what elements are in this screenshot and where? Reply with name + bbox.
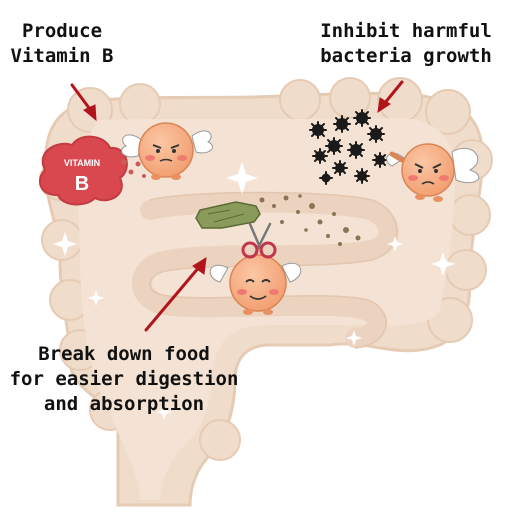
germ-6 <box>347 141 365 159</box>
good-bacteria-character-fighter <box>386 143 480 202</box>
food-chunk <box>195 201 261 229</box>
label-vitamin-b-line2: Vitamin B <box>10 45 114 67</box>
germ-11 <box>319 171 333 185</box>
annotation-arrows <box>70 80 404 332</box>
germ-8 <box>372 152 388 168</box>
label-food-line2: for easier digestion <box>9 368 239 390</box>
vitamin-dots <box>121 159 146 178</box>
germ-9 <box>332 160 348 176</box>
harmful-bacteria <box>309 109 388 185</box>
label-produce-vitamin-b: Produce Vitamin B <box>2 19 122 69</box>
arrow-food <box>144 257 207 332</box>
badge-line1: VITAMIN <box>64 158 100 168</box>
label-break-down-food: Break down food for easier digestion and… <box>6 342 242 417</box>
label-vitamin-b-line1: Produce <box>21 20 103 42</box>
vitamin-b-badge: VITAMIN B <box>38 135 128 206</box>
germ-2 <box>333 115 351 133</box>
label-food-line1: Break down food <box>38 343 210 365</box>
germ-7 <box>312 148 328 164</box>
small-intestine <box>131 192 399 348</box>
intestine-bumps <box>39 77 493 461</box>
label-inhibit-bacteria: Inhibit harmful bacteria growth <box>310 19 502 69</box>
germ-1 <box>309 121 327 139</box>
small-intestine-edges <box>149 191 398 349</box>
good-bacteria-character-digester <box>209 222 302 315</box>
germ-4 <box>367 125 385 143</box>
germ-10 <box>354 168 370 184</box>
germ-3 <box>353 109 371 127</box>
label-bacteria-line1: Inhibit harmful <box>320 20 492 42</box>
arrow-bacteria <box>377 80 404 114</box>
food-crumbs <box>259 194 361 246</box>
scissors-icon <box>241 222 277 259</box>
label-food-line3: and absorption <box>43 393 205 415</box>
label-bacteria-line2: bacteria growth <box>320 45 492 67</box>
good-bacteria-character-vitamin <box>121 122 213 180</box>
sparkles <box>53 162 455 420</box>
germ-5 <box>325 137 343 155</box>
badge-line2: B <box>75 173 89 195</box>
arrow-vitamin-b <box>70 83 97 122</box>
